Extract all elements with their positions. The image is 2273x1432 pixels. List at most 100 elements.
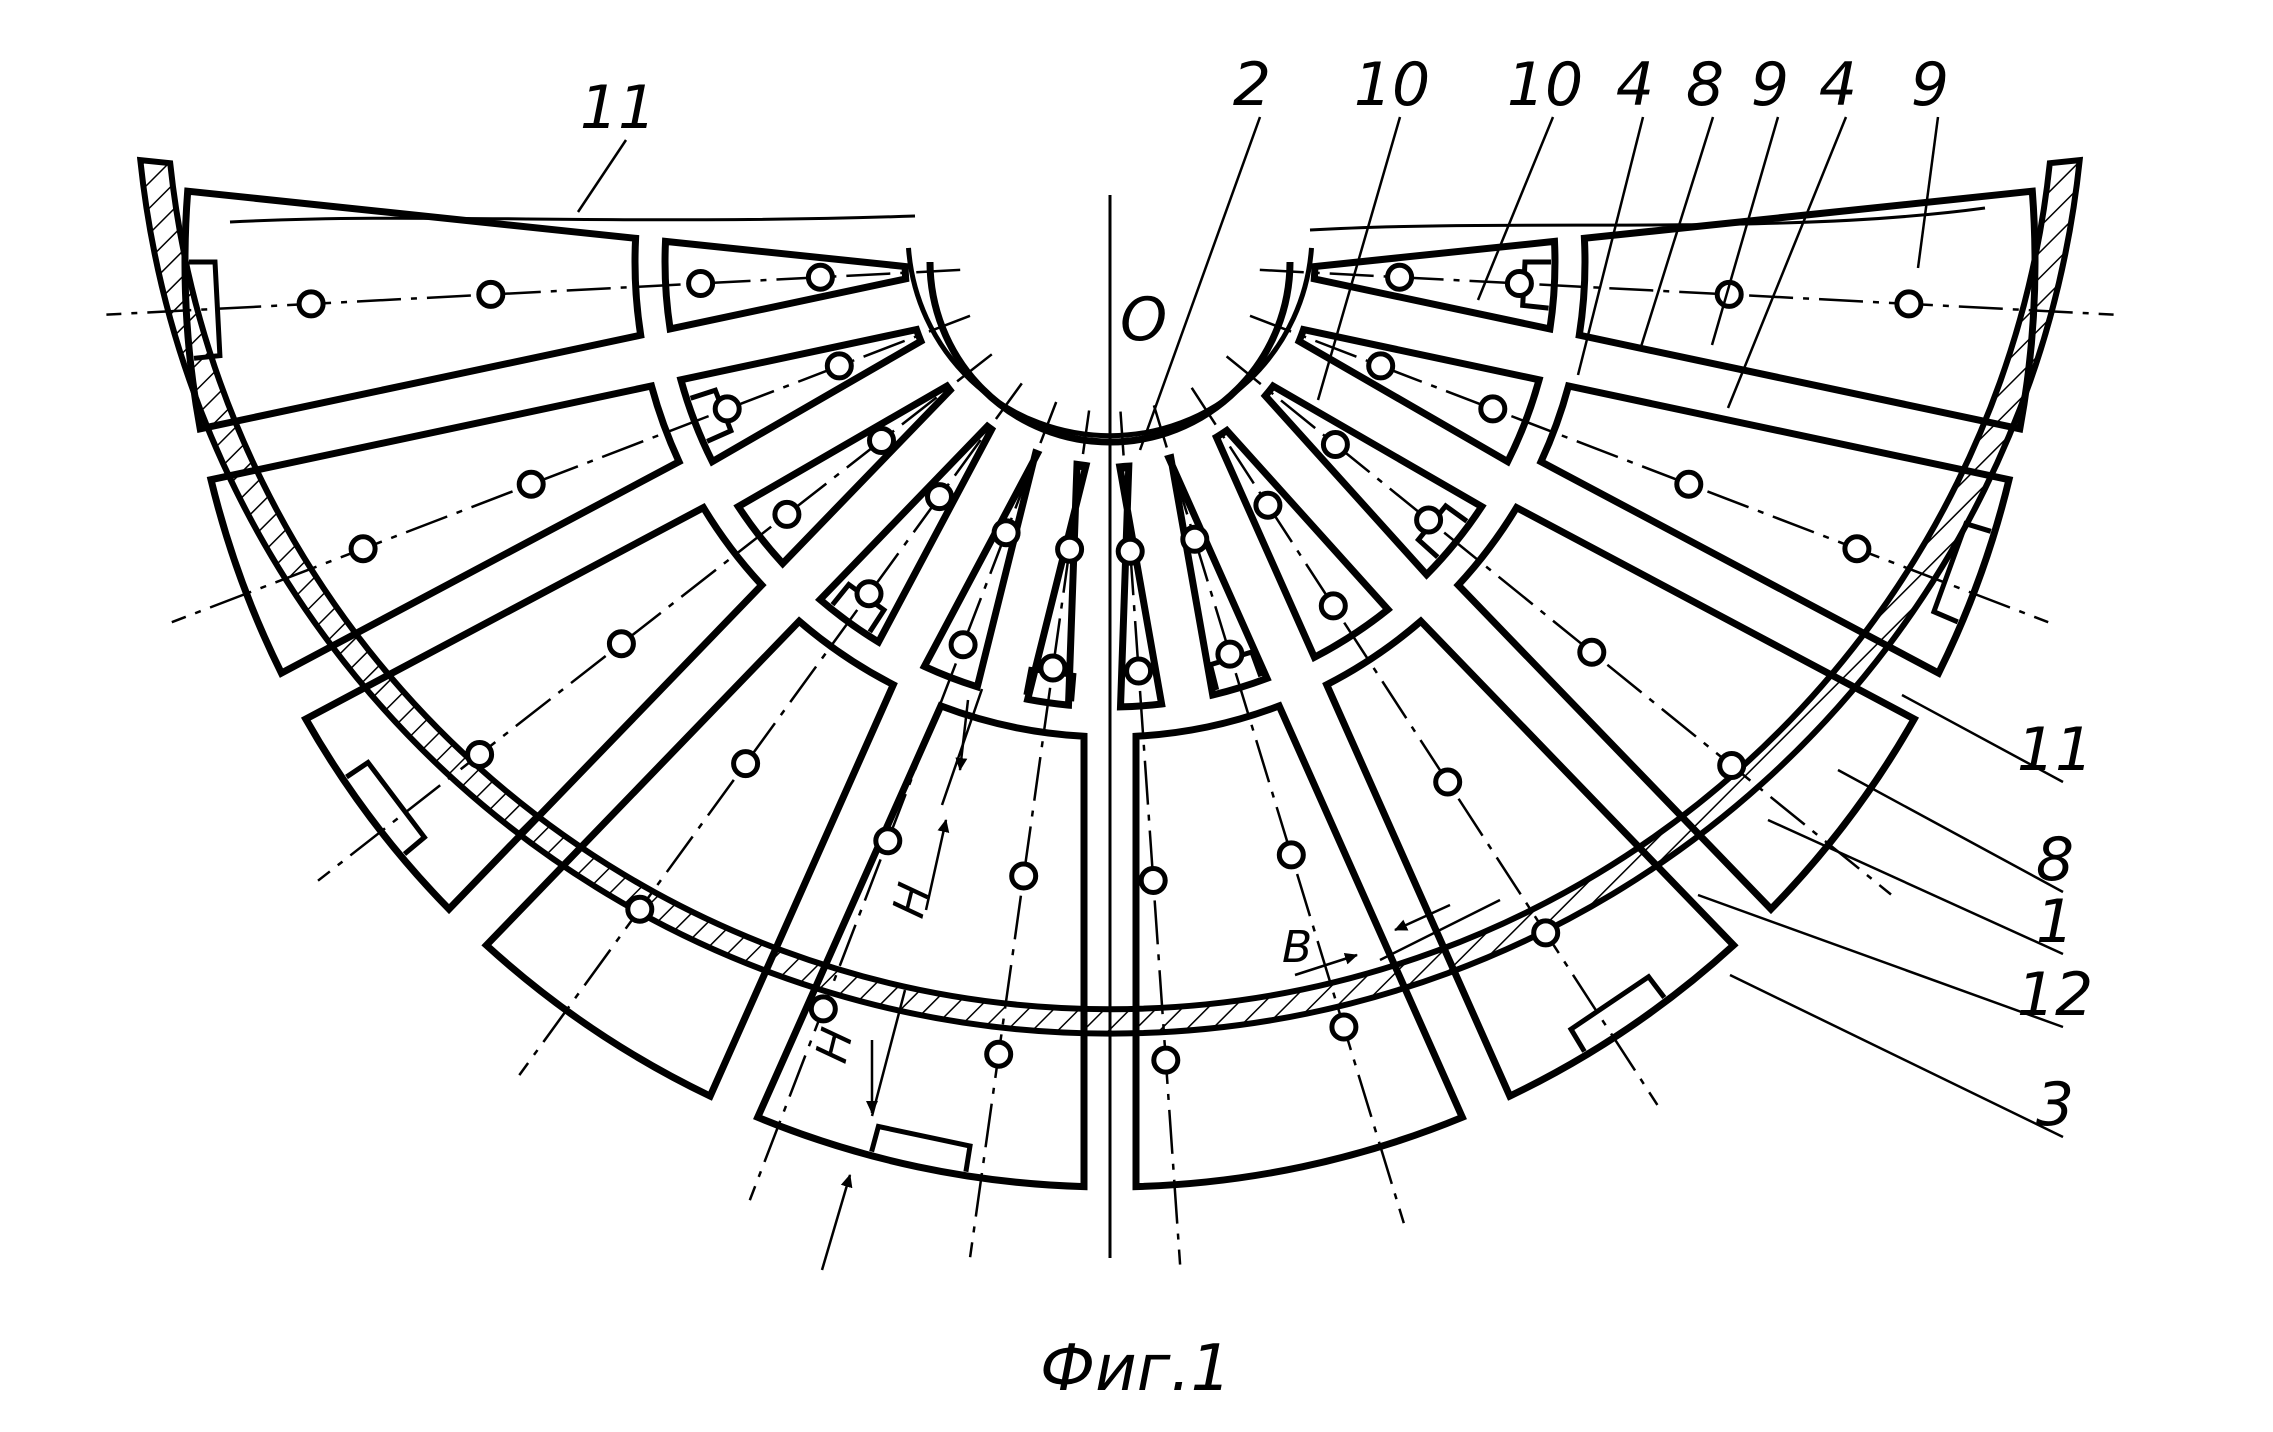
hole-marker [516, 469, 546, 499]
hole-marker [1577, 637, 1607, 667]
hole-marker [712, 394, 742, 424]
hole-marker [1674, 469, 1704, 499]
callout-c3: 3 [2036, 1070, 2074, 1140]
callout-c9b: 9 [1911, 50, 1949, 120]
figure-caption: Фиг.1 [1040, 1332, 1231, 1406]
hole-marker [348, 534, 378, 564]
hole-marker [1151, 1045, 1181, 1075]
leader-c1 [1767, 818, 2064, 956]
inner-ring-block [1023, 460, 1091, 709]
inner-ring-block [1294, 325, 1544, 467]
block-key-notch [1930, 520, 1992, 625]
h-upper-arrow-1 [955, 699, 970, 771]
hole-marker [1215, 639, 1245, 669]
hole-marker [1276, 840, 1306, 870]
hole-marker [1320, 430, 1350, 459]
hole-marker [1009, 861, 1039, 891]
h-upper-arrow-2 [924, 819, 950, 911]
inner-ring-block [661, 237, 910, 334]
outer-ring-block [1132, 701, 1467, 1191]
outer-ring-block [1575, 187, 2039, 433]
dimension-b: B [1282, 922, 1312, 973]
callout-c12: 12 [2017, 960, 2093, 1030]
hole-marker [1414, 505, 1444, 535]
inner-ring-block [1310, 237, 1559, 334]
hole-marker [465, 740, 495, 769]
hole-marker [984, 1039, 1014, 1069]
callout-c4a: 4 [1616, 50, 1654, 120]
leader-c4a [1576, 116, 1645, 376]
leader-c10b [1476, 116, 1555, 301]
hole-marker [1842, 534, 1872, 564]
b-arrow-1 [1294, 952, 1358, 977]
hole-marker [606, 629, 636, 659]
b-arrow-2 [1394, 903, 1451, 932]
hole-marker [808, 994, 838, 1024]
hole-marker [824, 351, 854, 381]
hole-marker [1329, 1012, 1359, 1042]
block-key-notch [345, 759, 428, 856]
hole-marker [1055, 534, 1085, 564]
leader-c8_top [1638, 116, 1715, 351]
outer-ring-block [206, 381, 684, 678]
hole-marker [854, 579, 884, 609]
hole-marker [805, 262, 835, 292]
hole-marker [1253, 490, 1283, 520]
shell-hatched-wall [136, 156, 2084, 1037]
callout-c9a: 9 [1751, 50, 1789, 120]
leader-c11_top [576, 139, 628, 213]
hole-marker [1531, 918, 1561, 948]
outer-shell [136, 156, 2084, 1037]
break-line-left [229, 214, 916, 224]
outer-ring-block [300, 502, 767, 915]
hole-marker [1894, 289, 1924, 319]
callout-c4b: 4 [1819, 50, 1857, 120]
b-ext-line [1379, 898, 1501, 962]
hole-marker [1138, 866, 1168, 895]
dimension-h-lower: H [806, 1023, 863, 1067]
hole-marker [867, 426, 896, 455]
callout-c10a: 10 [1354, 50, 1430, 120]
blocks-layer [181, 187, 2039, 1191]
hole-marker [1115, 536, 1145, 566]
hole-marker [1478, 394, 1508, 424]
outer-ring-block [481, 616, 898, 1101]
hole-marker [1038, 653, 1068, 683]
outer-ring-block [1536, 381, 2014, 678]
leader-c10a [1316, 116, 1402, 401]
center-mark-o: О [1120, 285, 1167, 355]
callout-c1: 1 [2036, 887, 2074, 957]
leader-lines [576, 116, 2064, 1139]
hole-marker [948, 630, 978, 660]
leader-c4b [1726, 116, 1848, 409]
hole-marker [1504, 269, 1534, 298]
leader-c11_right [1901, 693, 2064, 784]
hole-marker [686, 269, 716, 298]
hole-marker [1318, 591, 1348, 621]
leader-c8_right [1837, 768, 2064, 894]
hole-marker [1433, 767, 1463, 797]
outer-ring-block [753, 701, 1088, 1191]
dimension-marks [820, 688, 1501, 1271]
leader-c9b [1916, 116, 1940, 269]
hole-marker [1124, 656, 1154, 686]
leader-c12 [1697, 893, 2064, 1029]
inner-ring-block [1260, 381, 1487, 580]
h-lower-arrow-2 [820, 1174, 853, 1271]
hole-marker [1385, 262, 1415, 292]
callout-c8_top: 8 [1686, 50, 1724, 120]
leader-c2 [1138, 116, 1262, 451]
hole-marker [476, 279, 506, 309]
outer-ring-block [181, 187, 645, 433]
outer-ring-block [1453, 502, 1920, 915]
callout-c2: 2 [1233, 50, 1271, 120]
hole-markers [296, 262, 1924, 1075]
hole-marker [296, 289, 326, 319]
hole-marker [1180, 524, 1210, 554]
hole-marker [625, 894, 655, 924]
break-lines [229, 206, 1986, 232]
hole-marker [1717, 751, 1747, 780]
hole-marker [991, 518, 1021, 548]
block-key-notch [1567, 973, 1667, 1053]
